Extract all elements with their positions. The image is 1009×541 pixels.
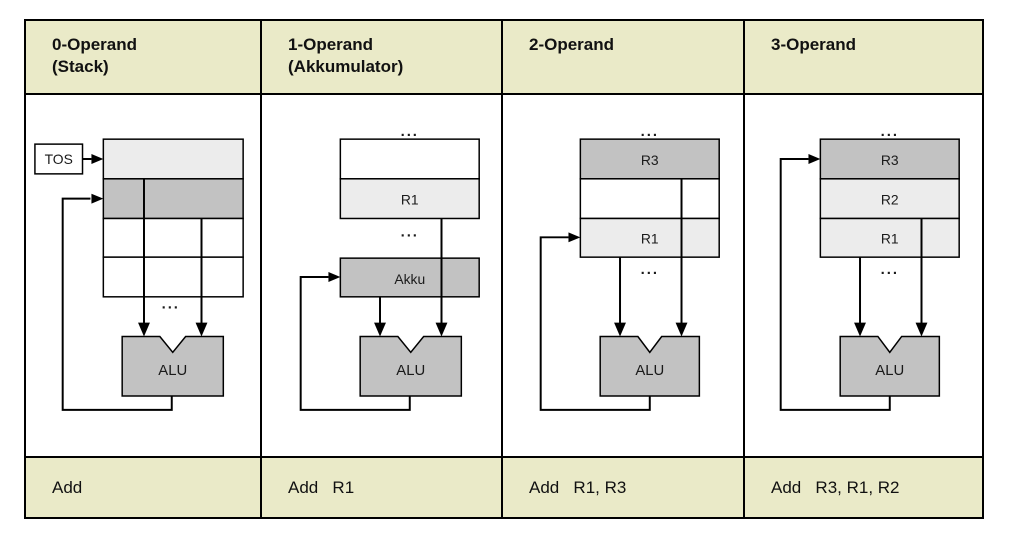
alu-label: ALU (158, 363, 187, 379)
register-label-r1: R1 (641, 230, 659, 246)
instruction-cell-stack: Add (26, 456, 262, 517)
arrow-down-icon (854, 322, 866, 337)
instruction-text: Add R1, R3 (529, 477, 627, 497)
register-cell-r1 (579, 217, 720, 258)
arrow-down-icon (138, 322, 150, 337)
instruction-cell-3op: Add R3, R1, R2 (745, 456, 982, 517)
alu-box (839, 335, 941, 397)
architecture-comparison-table: 0-Operand (Stack) 1-Operand (Akkumulator… (24, 19, 984, 519)
stack-cell-second (102, 178, 244, 220)
instruction-cell-akku: Add R1 (262, 456, 503, 517)
alu-box (121, 335, 225, 397)
arrow-down-icon (195, 322, 208, 337)
header-line2: (Akkumulator) (288, 57, 404, 76)
result-feedback-wire (779, 158, 891, 411)
header-cell-2-operand: 2-Operand (503, 21, 745, 95)
result-feedback-wire (299, 275, 411, 411)
tos-arrowhead-icon (91, 154, 104, 164)
header-line1: 0-Operand (52, 35, 138, 54)
register-cell-r3 (819, 138, 960, 180)
arrow-down-icon (614, 322, 626, 337)
alu-label: ALU (396, 363, 425, 379)
header-line2: (Stack) (52, 57, 109, 76)
akku-box (339, 257, 480, 298)
arrow-down-icon (435, 322, 448, 337)
alu-box (599, 335, 701, 397)
register-cell-empty (339, 138, 480, 180)
arrow-down-icon (915, 322, 928, 337)
instruction-text: Add (52, 477, 83, 497)
tos-label: TOS (45, 151, 73, 167)
header-line1: 3-Operand (771, 35, 857, 54)
ellipsis: ... (881, 262, 899, 278)
diagram-akkumulator: ... R1 ... Akku ALU (262, 95, 503, 456)
instruction-cell-2op: Add R1, R3 (503, 456, 745, 517)
header-cell-3-operand: 3-Operand (745, 21, 982, 95)
ellipsis: ... (162, 297, 180, 313)
register-label-r3: R3 (881, 152, 899, 168)
header-cell-1-operand: 1-Operand (Akkumulator) (262, 21, 503, 95)
arrow-right-icon (328, 272, 341, 282)
instruction-text: Add R3, R1, R2 (771, 477, 900, 497)
register-label-r1: R1 (881, 230, 899, 246)
diagram-3-operand: ... R3 R2 R1 ... ALU (745, 95, 982, 456)
register-label-r3: R3 (641, 152, 659, 168)
ellipsis: ... (401, 224, 419, 240)
three-operand-diagram-svg: ... R3 R2 R1 ... ALU (779, 124, 960, 411)
two-operand-diagram-svg: ... R3 R1 ... ALU (539, 124, 720, 411)
header-cell-0-operand: 0-Operand (Stack) (26, 21, 262, 95)
diagram-stack: TOS ... ALU (26, 95, 262, 456)
result-feedback-wire (61, 197, 173, 411)
register-cell-r2 (819, 178, 960, 220)
register-label-r1: R1 (401, 192, 419, 208)
arrow-right-icon (808, 154, 821, 164)
alu-box (359, 335, 463, 397)
stack-diagram-svg: TOS ... ALU (34, 138, 244, 411)
stack-cell-top (102, 138, 244, 180)
ellipsis: ... (401, 124, 419, 140)
arrow-right-icon (568, 232, 581, 243)
ellipsis: ... (641, 262, 659, 278)
diagram-2-operand: ... R3 R1 ... ALU (503, 95, 745, 456)
stack-cell-third (102, 217, 244, 258)
alu-label: ALU (635, 363, 664, 379)
ellipsis: ... (881, 124, 899, 140)
result-feedback-wire (539, 236, 651, 411)
register-cell-r3 (579, 138, 720, 180)
register-label-r2: R2 (881, 192, 899, 208)
stack-cell-fourth (102, 256, 244, 298)
header-line1: 1-Operand (288, 35, 374, 54)
register-cell-r1 (819, 217, 960, 258)
instruction-text: Add R1 (288, 477, 355, 497)
header-line1: 2-Operand (529, 35, 615, 54)
register-cell-r1 (339, 178, 480, 220)
alu-label: ALU (875, 363, 904, 379)
arrow-down-icon (374, 322, 386, 337)
arrow-right-icon (91, 193, 104, 204)
register-cell-empty (579, 178, 720, 220)
ellipsis: ... (641, 124, 659, 140)
akku-diagram-svg: ... R1 ... Akku ALU (299, 124, 480, 411)
akku-label: Akku (394, 271, 425, 287)
tos-box (34, 143, 84, 175)
arrow-down-icon (675, 322, 688, 337)
